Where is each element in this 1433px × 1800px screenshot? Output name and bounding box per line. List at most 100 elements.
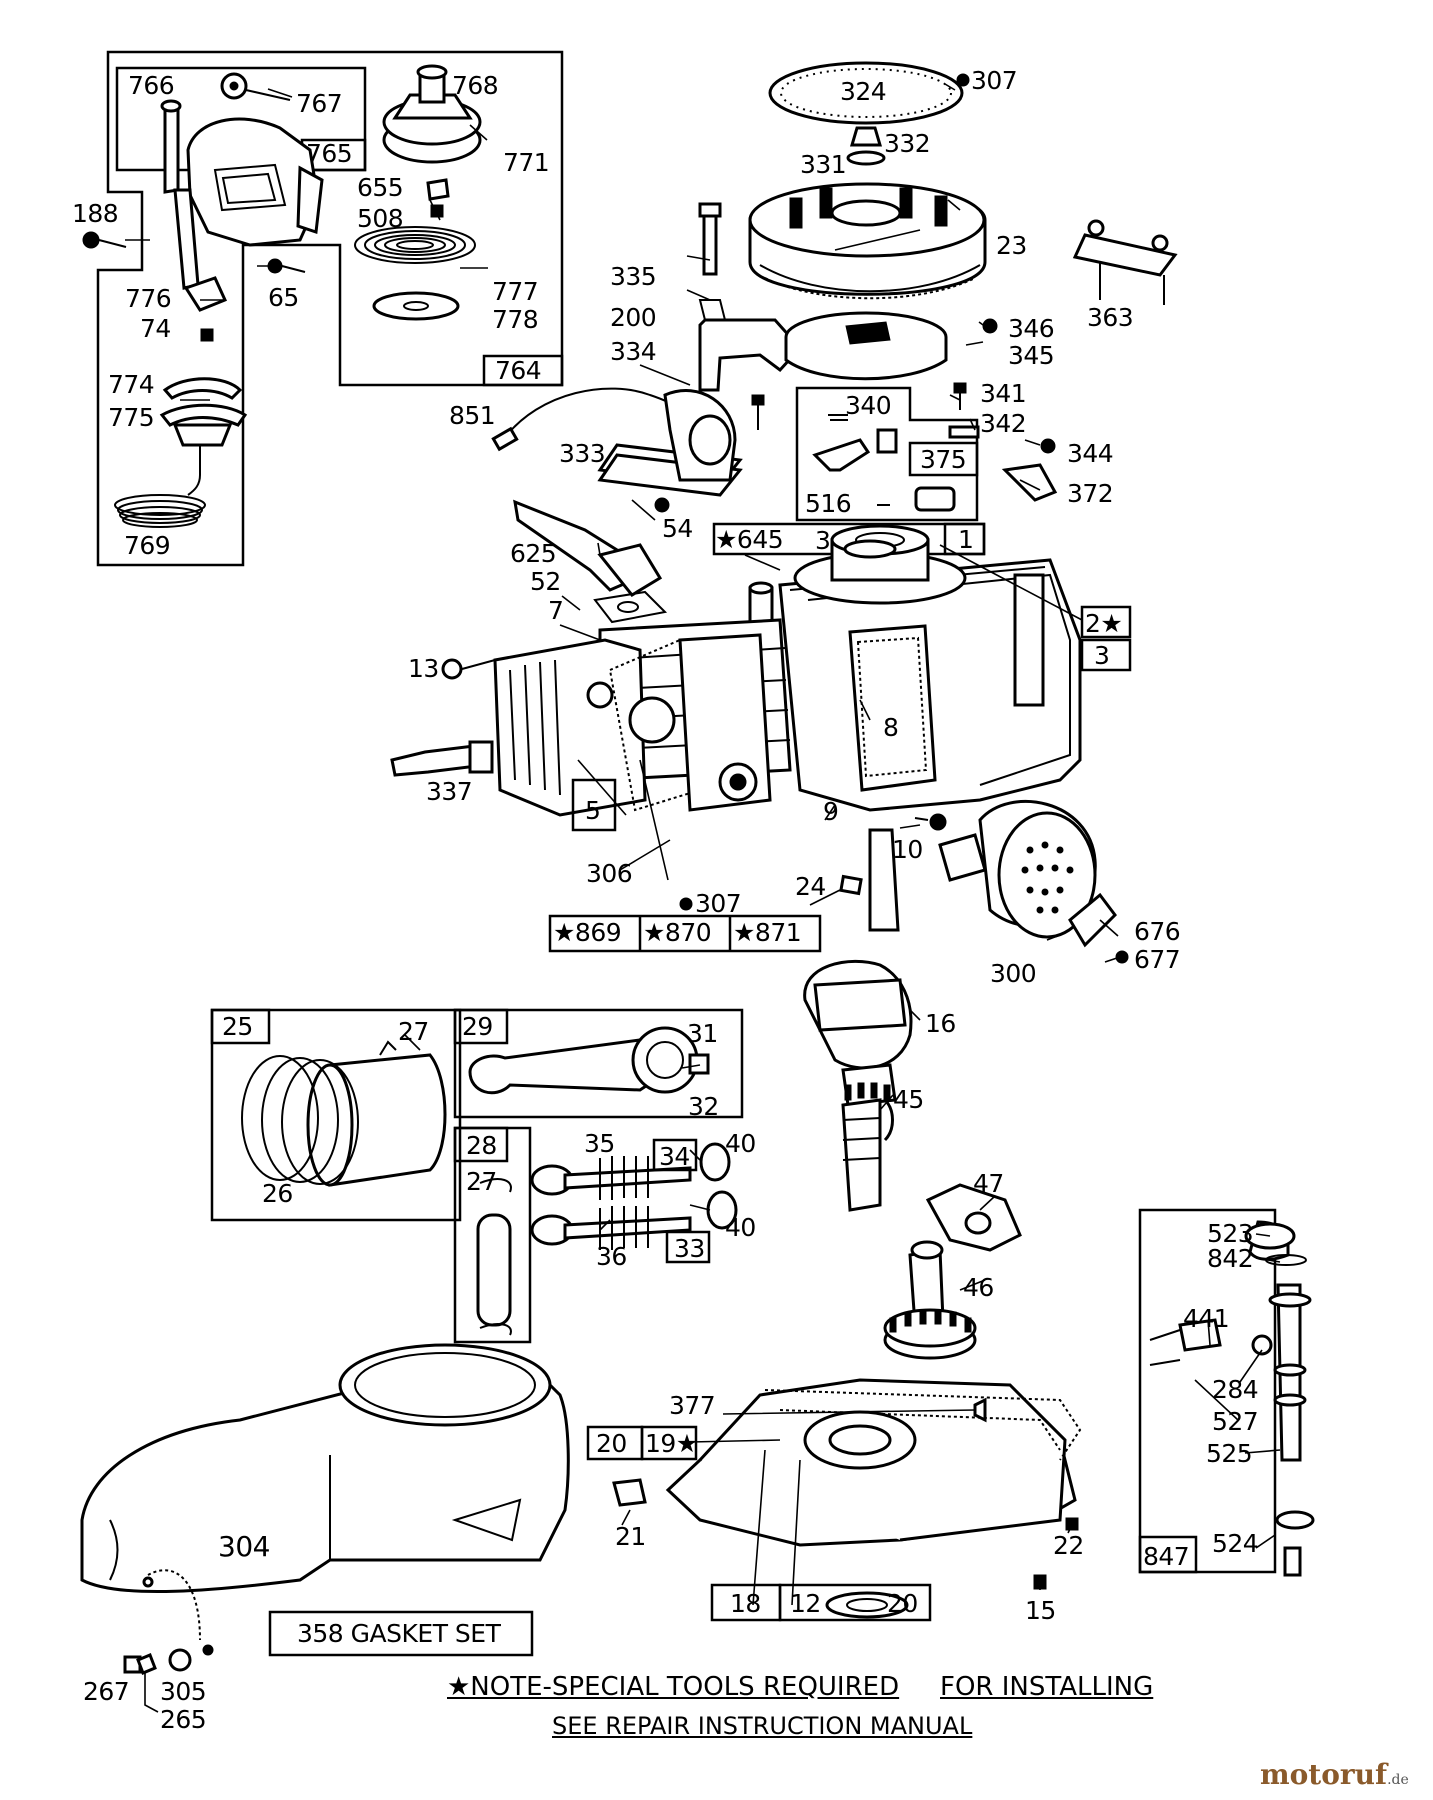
label-324: 324 [840,77,887,106]
label-12: 12 [790,1589,821,1618]
label-46: 46 [963,1273,994,1302]
label-31: 31 [687,1019,718,1048]
label-776: 776 [125,284,172,313]
label-300: 300 [990,959,1037,988]
label-35: 35 [584,1129,615,1158]
label-774: 774 [108,370,155,399]
label-851: 851 [449,401,496,430]
label-10: 10 [892,835,923,864]
label-645: ★645 [715,525,784,554]
label-358-gasket-set: 358 GASKET SET [297,1619,501,1648]
label-340: 340 [845,391,892,420]
label-65: 65 [268,283,299,312]
note-for-installing: FOR INSTALLING [940,1672,1154,1702]
label-28: 28 [466,1131,497,1160]
label-346: 346 [1008,314,1055,343]
label-32: 32 [688,1092,719,1121]
label-306: 306 [586,859,633,888]
label-200: 200 [610,303,657,332]
label-7: 7 [548,596,564,625]
label-27-pin: 27 [466,1167,497,1196]
label-765: 765 [306,139,353,168]
camshaft-governor-group [883,1183,1022,1360]
label-284: 284 [1212,1375,1259,1404]
crankshaft [803,828,913,1212]
label-40-bottom: 40 [725,1213,756,1242]
label-305: 305 [160,1677,207,1706]
label-341: 341 [980,379,1027,408]
label-27-piston: 27 [398,1017,429,1046]
label-847: 847 [1143,1542,1190,1571]
engine-block [390,497,1082,953]
label-29: 29 [462,1012,493,1041]
label-188: 188 [72,199,119,228]
label-771: 771 [503,148,550,177]
label-769: 769 [124,531,171,560]
label-2: 2★ [1085,609,1123,638]
label-54: 54 [662,514,693,543]
flywheel-group [491,61,1178,497]
breaker-points-group [712,382,1132,672]
label-869: ★869 [553,918,622,947]
sump-group [586,1378,1082,1622]
label-363: 363 [1087,303,1134,332]
label-34: 34 [659,1142,690,1171]
label-36: 36 [596,1242,627,1271]
label-267: 267 [83,1677,130,1706]
label-334: 334 [610,337,657,366]
label-523: 523 [1207,1219,1254,1248]
label-26: 26 [262,1179,293,1208]
label-333: 333 [559,439,606,468]
watermark-brand: motoruf [1260,1758,1388,1791]
label-337: 337 [426,777,473,806]
watermark-suffix: .de [1387,1772,1409,1788]
label-842: 842 [1207,1244,1254,1273]
label-47: 47 [973,1169,1004,1198]
label-74: 74 [140,314,171,343]
label-676: 676 [1134,917,1181,946]
label-655: 655 [357,173,404,202]
label-25: 25 [222,1012,253,1041]
label-20-bottom: 20 [887,1589,918,1618]
watermark-logo: motoruf.de [1260,1758,1409,1791]
label-3-top: 3 [815,526,831,555]
label-3-side: 3 [1094,641,1110,670]
label-777: 777 [492,277,539,306]
rewind-starter-group [82,50,564,567]
label-775: 775 [108,403,155,432]
label-21: 21 [615,1522,646,1551]
label-5: 5 [585,796,601,825]
note-special-tools: ★NOTE-SPECIAL TOOLS REQUIRED [447,1672,900,1702]
label-516: 516 [805,489,852,518]
label-377: 377 [669,1391,716,1420]
label-344: 344 [1067,439,1114,468]
muffler-group [938,799,1129,964]
label-331: 331 [800,150,847,179]
label-307-mid: 307 [695,889,742,918]
label-764: 764 [495,356,542,385]
label-677: 677 [1134,945,1181,974]
label-335: 335 [610,262,657,291]
label-778: 778 [492,305,539,334]
label-332: 332 [884,129,931,158]
leader-lines [125,83,1281,1606]
label-20-top: 20 [596,1429,627,1458]
label-372: 372 [1067,479,1114,508]
label-766: 766 [128,71,175,100]
label-24: 24 [795,872,826,901]
label-45: 45 [893,1085,924,1114]
label-13: 13 [408,654,439,683]
label-870: ★870 [643,918,712,947]
label-22: 22 [1053,1531,1084,1560]
label-342: 342 [980,409,1027,438]
label-52: 52 [530,567,561,596]
label-16: 16 [925,1009,956,1038]
label-527: 527 [1212,1407,1259,1436]
label-8: 8 [883,713,899,742]
label-15: 15 [1025,1596,1056,1625]
label-265: 265 [160,1705,207,1734]
label-524: 524 [1212,1529,1259,1558]
label-871: ★871 [733,918,802,947]
label-23: 23 [996,231,1027,260]
